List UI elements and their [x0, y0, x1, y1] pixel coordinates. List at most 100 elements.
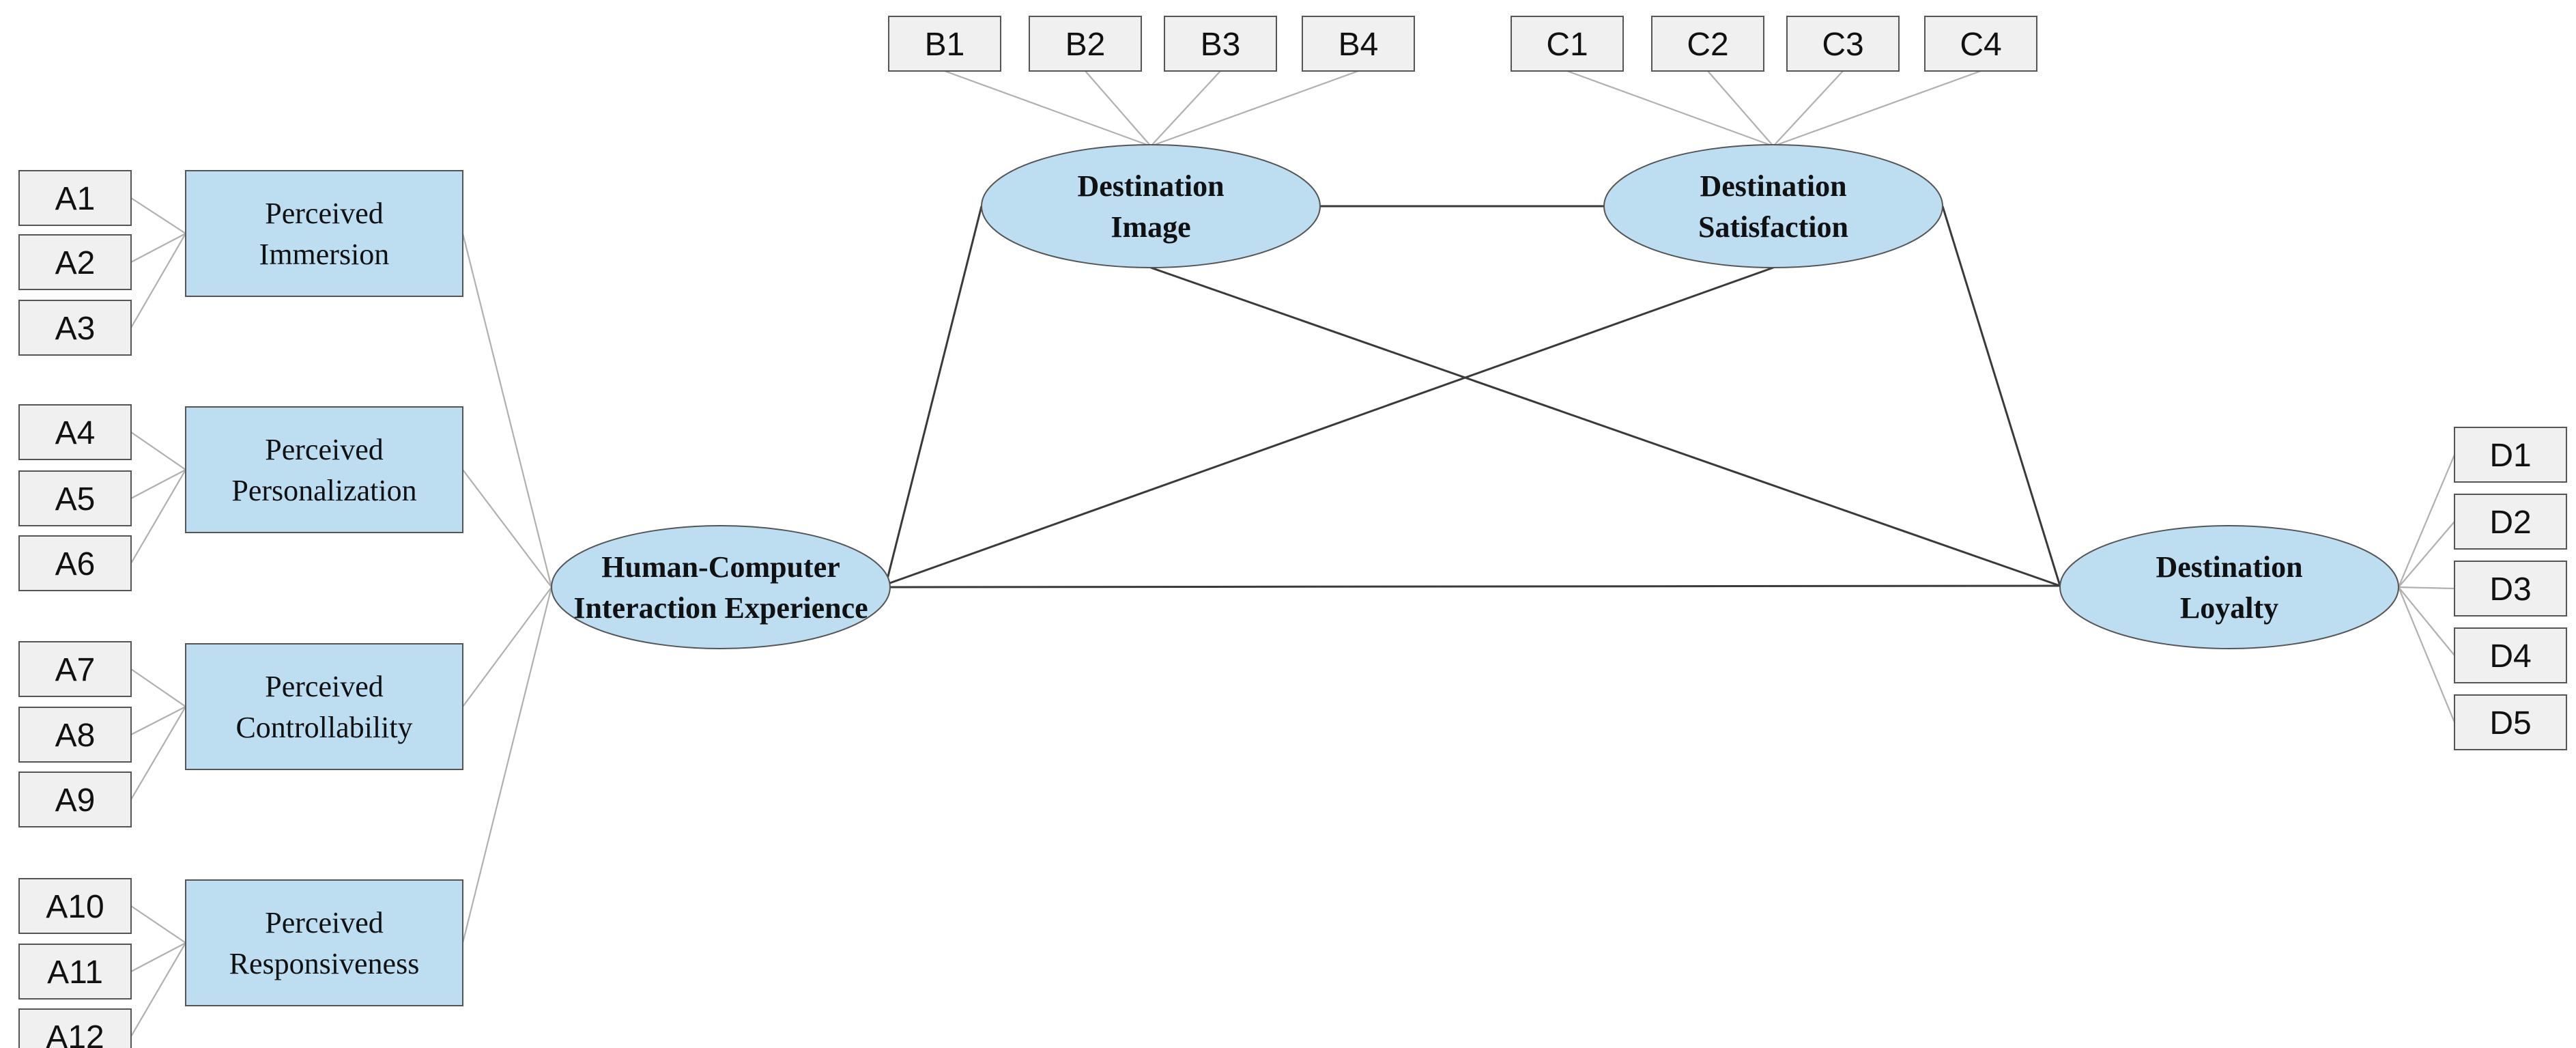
path-hci-to-loyalty — [889, 584, 2061, 589]
indicator-a10-box — [18, 878, 132, 934]
loyalty-indicator-link — [2398, 586, 2455, 656]
indicator-d4-box — [2454, 627, 2567, 683]
indicator-c4-box — [1924, 16, 2037, 72]
indicator-a9-box — [18, 771, 132, 827]
indicator-b4-label: B4 — [1339, 27, 1379, 63]
indicator-a12-box — [18, 1008, 132, 1048]
latent-loyalty-label-line: Loyalty — [2180, 591, 2278, 625]
indicator-a6-box — [18, 535, 132, 591]
path-hci-to-satisfaction — [885, 266, 1774, 586]
responsiveness-indicator-link — [130, 905, 186, 944]
personalization-indicator-link — [130, 469, 186, 564]
latent-hci-label-line: Interaction Experience — [573, 591, 868, 625]
dimension-personalization-box — [185, 406, 463, 533]
path-hci-to-image — [885, 206, 983, 585]
indicator-c1-box — [1511, 16, 1624, 72]
immersion-indicator-link — [130, 233, 186, 263]
loyalty-indicator-link — [2397, 586, 2456, 723]
indicator-a11-box — [18, 944, 132, 1000]
indicator-a11-label: A11 — [47, 954, 103, 991]
dimension-immersion-label-line: Perceived — [265, 197, 383, 230]
image-indicator-link — [1150, 70, 1359, 147]
loyalty-indicator-link — [2398, 521, 2455, 588]
indicator-d2-label: D2 — [2489, 505, 2531, 541]
indicator-a3-label: A3 — [55, 311, 96, 347]
image-indicator-link — [1150, 70, 1221, 147]
indicator-c3-box — [1786, 16, 1900, 72]
indicator-b3-box — [1164, 16, 1277, 72]
indicator-a12-label: A12 — [46, 1019, 104, 1048]
dimension-personalization-label-line: Personalization — [231, 474, 416, 507]
indicator-a7-box — [18, 641, 132, 697]
controllability-indicator-link — [130, 668, 186, 707]
dimension-personalization-label-line: Perceived — [265, 433, 383, 466]
latent-loyalty-ellipse — [2059, 525, 2399, 649]
dimension-controllability-box — [185, 643, 463, 770]
indicator-a2-box — [18, 234, 132, 290]
dimension-responsiveness-label-line: Perceived — [265, 906, 383, 939]
indicator-a1-box — [18, 170, 132, 226]
indicator-a9-label: A9 — [55, 782, 96, 819]
immersion-to-hci-link — [461, 233, 553, 588]
indicator-a6-label: A6 — [55, 546, 96, 582]
indicator-b2-box — [1029, 16, 1142, 72]
personalization-indicator-link — [130, 431, 186, 470]
latent-image-label-line: Destination — [1077, 169, 1224, 203]
immersion-indicator-link — [130, 197, 186, 234]
personalization-indicator-link — [130, 469, 186, 499]
personalization-to-hci-link — [462, 469, 552, 588]
indicator-d1-box — [2454, 427, 2567, 483]
indicator-b1-box — [888, 16, 1001, 72]
responsiveness-to-hci-link — [461, 586, 553, 944]
latent-hci-label-line: Human-Computer — [601, 550, 840, 584]
indicator-d3-label: D3 — [2489, 571, 2531, 608]
path-satisfaction-to-loyalty — [1941, 206, 2061, 586]
dimension-immersion-box — [185, 170, 463, 297]
image-indicator-link — [1085, 70, 1151, 147]
responsiveness-indicator-link — [130, 942, 186, 972]
indicator-c2-label: C2 — [1687, 27, 1728, 63]
indicator-c4-label: C4 — [1960, 27, 2001, 63]
indicator-d4-label: D4 — [2489, 638, 2531, 675]
loyalty-indicator-link — [2398, 586, 2455, 590]
indicator-b3-label: B3 — [1201, 27, 1241, 63]
indicator-a8-box — [18, 707, 132, 763]
indicator-a4-box — [18, 404, 132, 460]
latent-hci-ellipse — [551, 525, 891, 649]
satisfaction-indicator-link — [1773, 70, 1981, 147]
indicator-a1-label: A1 — [55, 181, 96, 217]
indicator-d5-label: D5 — [2489, 705, 2531, 741]
dimension-responsiveness-box — [185, 879, 463, 1006]
indicator-a5-box — [18, 470, 132, 526]
latent-satisfaction-label-line: Satisfaction — [1698, 210, 1848, 244]
indicator-a8-label: A8 — [55, 718, 96, 754]
indicator-b1-label: B1 — [925, 27, 965, 63]
indicator-a7-label: A7 — [55, 652, 96, 688]
indicator-d1-label: D1 — [2489, 438, 2531, 474]
latent-loyalty-label-line: Destination — [2156, 550, 2302, 584]
latent-image-ellipse — [981, 144, 1321, 268]
indicator-a3-box — [18, 300, 132, 356]
controllability-indicator-link — [130, 706, 186, 800]
indicator-d2-box — [2454, 494, 2567, 550]
dimension-responsiveness-label-line: Responsiveness — [229, 947, 420, 980]
dimension-controllability-label-line: Perceived — [265, 670, 383, 703]
satisfaction-indicator-link — [1707, 70, 1774, 147]
controllability-to-hci-link — [462, 586, 552, 707]
diagram-edges — [130, 70, 2456, 1037]
indicator-a5-label: A5 — [55, 481, 96, 518]
latent-satisfaction-label-line: Destination — [1700, 169, 1846, 203]
indicator-a4-label: A4 — [55, 415, 96, 451]
latent-satisfaction-ellipse — [1603, 144, 1943, 268]
responsiveness-indicator-link — [130, 942, 186, 1037]
indicator-b4-box — [1302, 16, 1415, 72]
